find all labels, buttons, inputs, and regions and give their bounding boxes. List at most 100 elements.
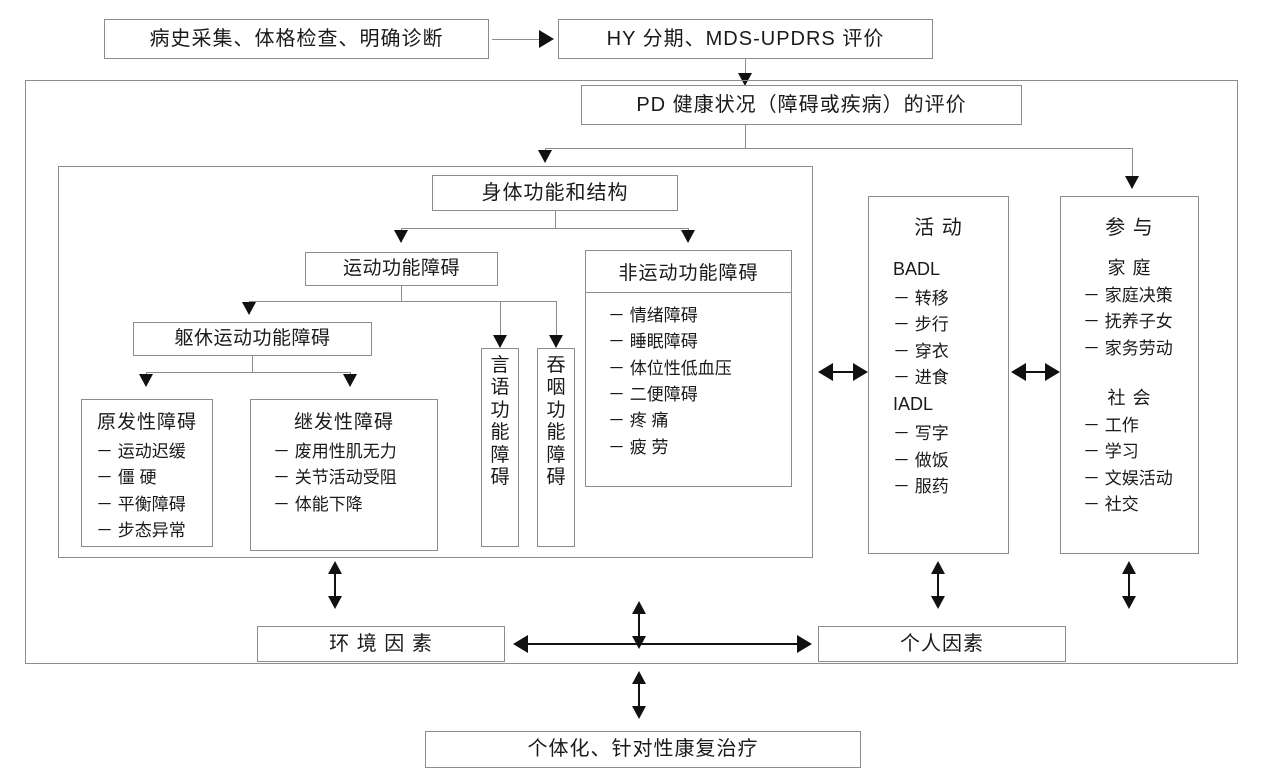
- connector-frame-to-treatment: [638, 678, 640, 712]
- connector-assessment-stem: [745, 125, 746, 148]
- swallow-char: 能: [546, 422, 566, 444]
- arrowhead-assessment-right-icon: [1125, 176, 1139, 189]
- box-speech-disorder: 言 语 功 能 障 碍: [481, 348, 519, 547]
- arrowhead-to-trunklimb-icon: [242, 302, 256, 315]
- list-item: － 步态异常: [96, 521, 186, 541]
- box-trunk-limb-motor-label: 躯休运动功能障碍: [174, 328, 331, 350]
- arrowhead-staging-to-assessment-icon: [738, 73, 752, 86]
- connector-motor-stem: [401, 286, 402, 301]
- list-item: － 写字: [893, 424, 949, 444]
- participation-social-label: 社 会: [1107, 388, 1152, 409]
- list-item: － 穿衣: [893, 341, 949, 361]
- connector-motor-bus: [249, 301, 556, 302]
- box-intake: 病史采集、体格检查、明确诊断: [104, 19, 489, 59]
- swallow-char: 功: [546, 399, 566, 421]
- list-item: － 僵 硬: [96, 468, 157, 488]
- box-activity: 活 动 BADL － 转移 － 步行 － 穿衣 － 进食 IADL － 写字 －…: [868, 196, 1009, 554]
- list-item: － 社交: [1083, 495, 1139, 515]
- activity-iadl-group: IADL － 写字 － 做饭 － 服药: [869, 391, 1008, 500]
- list-item: － 体能下降: [273, 494, 363, 514]
- list-item: － 关节活动受阻: [273, 468, 397, 488]
- arrowhead-to-speech-icon: [493, 335, 507, 348]
- arrowhead-to-motor-icon: [394, 230, 408, 243]
- connector-activity-to-context: [937, 568, 939, 602]
- box-staging: HY 分期、MDS-UPDRS 评价: [558, 19, 933, 59]
- list-item: － 学习: [1083, 442, 1139, 462]
- panel-body-function-structure: [58, 166, 813, 558]
- list-item: － 情绪障碍: [608, 306, 698, 325]
- arrowhead-to-nonmotor-icon: [681, 230, 695, 243]
- list-item: － 文娱活动: [1083, 468, 1173, 488]
- nonmotor-disorders-list: － 情绪障碍 － 睡眠障碍 － 体位性低血压 － 二便障碍 － 疼 痛 － 疲 …: [586, 293, 791, 461]
- activity-iadl-label: IADL: [893, 394, 934, 415]
- box-nonmotor-disorders: 非运动功能障碍 － 情绪障碍 － 睡眠障碍 － 体位性低血压 － 二便障碍 － …: [585, 250, 792, 487]
- box-treatment-label: 个体化、针对性康复治疗: [527, 738, 759, 760]
- box-intake-label: 病史采集、体格检查、明确诊断: [149, 27, 444, 50]
- box-personal-factors-label: 个人因素: [900, 632, 984, 655]
- box-environmental-factors-label: 环 境 因 素: [329, 632, 433, 655]
- list-item: － 平衡障碍: [96, 494, 186, 514]
- list-item: － 步行: [893, 315, 949, 335]
- box-participation: 参 与 家 庭 － 家庭决策 － 抚养子女 － 家务劳动 社 会 － 工作 － …: [1060, 196, 1199, 554]
- participation-social-group: － 工作 － 学习 － 文娱活动 － 社交: [1061, 410, 1198, 518]
- swallow-char: 咽: [546, 377, 566, 399]
- speech-char: 碍: [490, 467, 510, 489]
- arrowhead-treatment-down-icon: [632, 706, 646, 719]
- speech-char: 功: [490, 399, 510, 421]
- connector-bodystruct-stem: [555, 211, 556, 228]
- connector-center-vertical: [638, 608, 640, 642]
- list-item: － 运动迟缓: [96, 442, 186, 461]
- list-item: － 进食: [893, 367, 949, 387]
- swallow-char: 碍: [546, 467, 566, 489]
- list-item: － 抚养子女: [1083, 312, 1173, 332]
- box-treatment: 个体化、针对性康复治疗: [425, 731, 861, 768]
- list-item: － 废用性肌无力: [273, 442, 397, 461]
- arrowhead-body-activity-left-icon: [818, 363, 833, 381]
- arrowhead-center-up-icon: [632, 601, 646, 614]
- box-activity-header: 活 动: [914, 217, 963, 239]
- participation-family-group: － 家庭决策 － 抚养子女 － 家务劳动: [1061, 280, 1198, 362]
- arrowhead-activity-context-up-icon: [931, 561, 945, 574]
- list-item: － 体位性低血压: [608, 358, 732, 378]
- arrowhead-body-context-up-icon: [328, 561, 342, 574]
- arrowhead-activity-context-down-icon: [931, 596, 945, 609]
- connector-env-personal: [525, 643, 799, 645]
- speech-char: 障: [490, 444, 510, 466]
- list-item: － 家务劳动: [1083, 338, 1173, 358]
- box-swallow-disorder: 吞 咽 功 能 障 碍: [537, 348, 575, 547]
- list-item: － 转移: [893, 288, 949, 308]
- arrowhead-body-activity-right-icon: [853, 363, 868, 381]
- list-item: － 做饭: [893, 450, 949, 470]
- activity-badl-group: BADL － 转移 － 步行 － 穿衣 － 进食: [869, 240, 1008, 391]
- swallow-char: 障: [546, 444, 566, 466]
- connector-body-activity: [826, 371, 860, 373]
- secondary-disorders-list: － 废用性肌无力 － 关节活动受阻 － 体能下降: [251, 434, 437, 518]
- arrowhead-participation-context-down-icon: [1122, 596, 1136, 609]
- arrowhead-activity-participation-left-icon: [1011, 363, 1026, 381]
- connector-assessment-bus: [545, 148, 1132, 149]
- arrowhead-body-context-down-icon: [328, 596, 342, 609]
- box-body-structure-header-label: 身体功能和结构: [481, 181, 629, 204]
- list-item: － 二便障碍: [608, 385, 698, 405]
- box-primary-disorders-header: 原发性障碍: [96, 412, 197, 433]
- box-motor-disorder: 运动功能障碍: [305, 252, 498, 286]
- box-personal-factors: 个人因素: [818, 626, 1066, 662]
- arrowhead-center-down-icon: [632, 636, 646, 649]
- list-item: － 家庭决策: [1083, 286, 1173, 305]
- speech-char: 能: [490, 422, 510, 444]
- box-primary-disorders: 原发性障碍 － 运动迟缓 － 僵 硬 － 平衡障碍 － 步态异常: [81, 399, 213, 547]
- connector-motor-right: [556, 301, 557, 347]
- connector-activity-participation: [1019, 371, 1051, 373]
- box-assessment: PD 健康状况（障碍或疾病）的评价: [581, 85, 1022, 125]
- arrowhead-participation-context-up-icon: [1122, 561, 1136, 574]
- speech-char: 言: [490, 355, 510, 376]
- box-trunk-limb-motor: 躯休运动功能障碍: [133, 322, 372, 356]
- arrowhead-assessment-left-icon: [538, 150, 552, 163]
- box-secondary-disorders: 继发性障碍 － 废用性肌无力 － 关节活动受阻 － 体能下降: [250, 399, 438, 551]
- box-body-structure-header: 身体功能和结构: [432, 175, 678, 211]
- connector-bodystruct-bus: [401, 228, 688, 229]
- list-item: － 疼 痛: [608, 411, 669, 431]
- connector-intake-to-staging: [492, 39, 540, 40]
- arrowhead-env-personal-right-icon: [797, 635, 812, 653]
